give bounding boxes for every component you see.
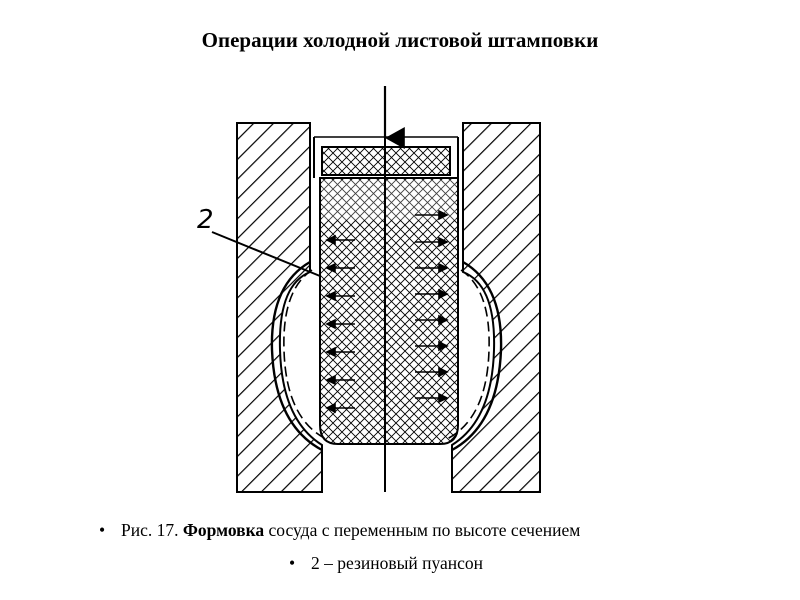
- slide-title: Операции холодной листовой штамповки: [201, 28, 599, 52]
- bullet-marker: •: [99, 520, 106, 540]
- rubber-punch-texture: [322, 180, 456, 220]
- pressure-arrows-right: [415, 209, 449, 404]
- stamping-diagram: 2: [197, 86, 541, 493]
- legend-text: 2 – резиновый пуансон: [311, 553, 484, 573]
- cavity-left-wall: [270, 260, 323, 452]
- callout-label: 2: [197, 205, 214, 235]
- formed-blank-left-dashed: [283, 269, 329, 441]
- pressure-arrows-left: [325, 234, 355, 414]
- legend-item: • 2 – резиновый пуансон: [289, 553, 483, 574]
- caption-rest: сосуда с переменным по высоте сечением: [264, 520, 581, 540]
- caption-emphasis: Формовка: [182, 520, 265, 540]
- callout-leader: [211, 231, 321, 277]
- caption-prefix: Рис. 17.: [121, 520, 183, 540]
- die-left-half: [236, 122, 323, 493]
- formed-blank-right-dashed: [444, 269, 490, 441]
- rubber-punch: [319, 177, 459, 445]
- figure-caption: • Рис. 17. Формовка сосуда с переменным п…: [99, 520, 580, 541]
- bullet-marker: •: [289, 553, 296, 573]
- cavity-right-wall: [451, 260, 503, 452]
